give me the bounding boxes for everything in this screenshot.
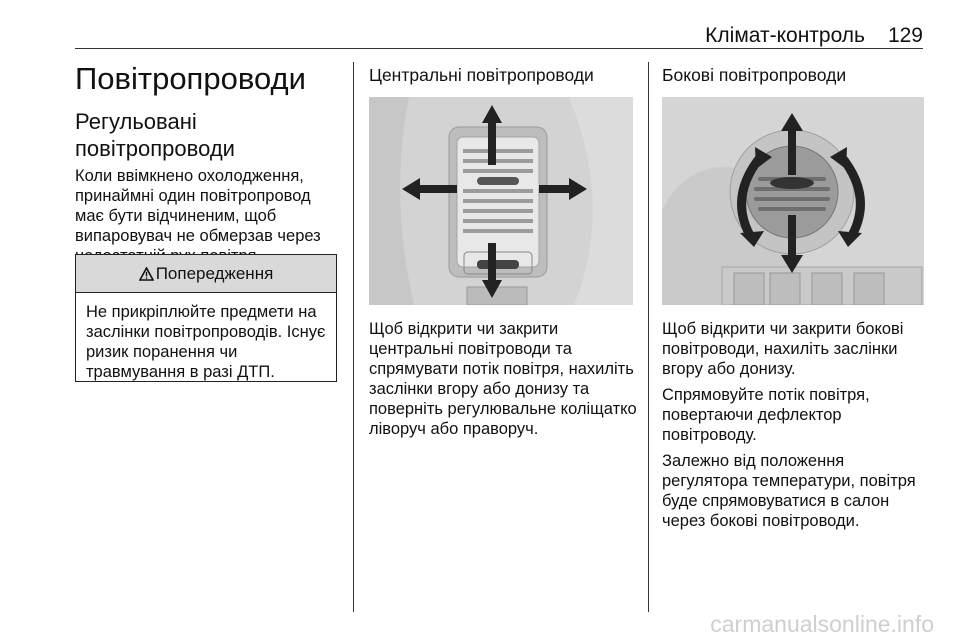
column-2: Центральні повітропроводи	[369, 62, 637, 86]
column-1: Повітропроводи Регульовані повітропровод…	[75, 62, 345, 266]
side-vents-title: Бокові повітропроводи	[662, 65, 847, 85]
subsection-title: Регульовані повітропроводи	[75, 109, 235, 161]
column-divider-left	[353, 62, 354, 612]
warning-text: Не прикріплюйте предмети на заслінки пов…	[86, 303, 326, 381]
side-vents-paragraph-3: Залежно від положення регулятора темпера…	[662, 452, 916, 530]
side-vents-paragraph-1: Щоб відкрити чи закрити бокові повітрово…	[662, 320, 904, 378]
warning-header: Попередження	[76, 255, 336, 293]
side-vents-paragraph-2: Спрямовуйте потік повітря, повертаючи де…	[662, 386, 870, 444]
central-vents-paragraph: Щоб відкрити чи закрити центральні повіт…	[369, 320, 637, 438]
central-vents-text-block: Щоб відкрити чи закрити центральні повіт…	[369, 319, 637, 439]
arrow-down-icon	[482, 243, 502, 298]
rotate-right-arrow-icon	[830, 147, 865, 247]
arrow-left-icon	[402, 178, 457, 200]
side-vent-illustration	[662, 97, 924, 305]
warning-title: Попередження	[155, 263, 274, 283]
central-vent-illustration	[369, 97, 633, 305]
arrow-up-icon	[482, 105, 502, 165]
page-number: 129	[887, 24, 923, 47]
arrow-up-icon	[781, 113, 803, 175]
column-3: Бокові повітропроводи	[662, 62, 930, 86]
warning-icon	[138, 266, 154, 281]
rotate-left-arrow-icon	[737, 147, 772, 247]
column-divider-right	[648, 62, 649, 612]
intro-paragraph: Коли ввімкнено охолодження, принаймні од…	[75, 167, 321, 265]
section-title: Повітропроводи	[75, 61, 306, 96]
header-title: Клімат-контроль	[705, 24, 865, 47]
header-divider	[75, 48, 923, 49]
watermark: carmanualsonline.info	[710, 611, 934, 637]
warning-box: Попередження Не прикріплюйте предмети на…	[75, 254, 337, 382]
arrow-right-icon	[539, 178, 587, 200]
side-vents-text-block: Щоб відкрити чи закрити бокові повітрово…	[662, 319, 932, 531]
arrow-down-icon	[781, 215, 803, 273]
central-vents-title: Центральні повітропроводи	[369, 65, 594, 85]
